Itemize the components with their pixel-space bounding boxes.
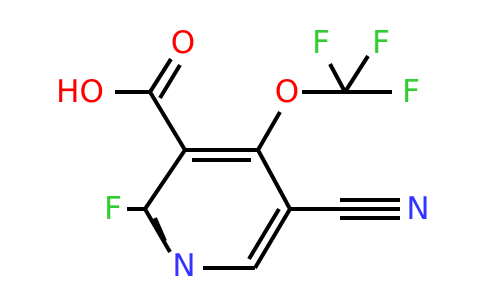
bond-c4-o xyxy=(256,110,282,152)
atom-label-f3: F xyxy=(372,25,390,61)
bond-c5-c6-outer xyxy=(253,207,292,270)
atom-label-f2: F xyxy=(312,25,330,61)
atom-label-f4: F xyxy=(402,74,420,110)
bond-c3-cooh xyxy=(148,90,187,152)
atom-label-o1: O xyxy=(171,25,195,61)
bond-c5-c6-inner xyxy=(247,207,281,261)
bond-n1-c2-inner xyxy=(153,217,167,242)
bond-c4-c5 xyxy=(256,149,292,210)
atom-label-o2: HO xyxy=(56,74,104,110)
bond-cf3-f2 xyxy=(328,63,347,93)
bond-c2-c3 xyxy=(143,148,187,211)
atom-label-o3: O xyxy=(275,74,299,110)
bond-cf3-f3 xyxy=(343,54,370,94)
bond-cooh-o-a xyxy=(148,57,173,94)
atom-label-n1: N xyxy=(172,248,195,284)
atom-label-n2: N xyxy=(406,191,429,227)
bond-cooh-o-b xyxy=(158,63,182,100)
atom-label-f1: F xyxy=(104,191,122,227)
bond-n1-c2-outer xyxy=(143,207,172,254)
